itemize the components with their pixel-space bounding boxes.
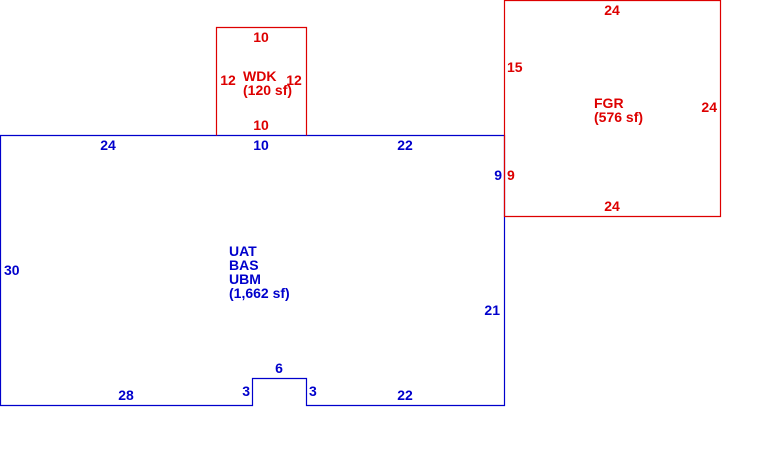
deck-outline	[215, 26, 308, 136]
main-code-3: UBM	[229, 271, 261, 287]
main-dim-top-right: 22	[397, 137, 413, 153]
deck-code: WDK	[243, 68, 276, 84]
main-dim-bottom-right: 22	[397, 387, 413, 403]
garage-dim-left-lower: 9	[507, 167, 515, 183]
garage-dim-left: 15	[507, 59, 523, 75]
deck-dim-right: 12	[286, 72, 302, 88]
deck-dim-bottom: 10	[253, 117, 269, 133]
garage-dim-right: 24	[701, 99, 717, 115]
main-dim-right-upper: 9	[494, 167, 502, 183]
main-dim-left: 30	[4, 262, 20, 278]
garage-dim-bottom: 24	[604, 198, 620, 214]
garage-code: FGR	[594, 95, 624, 111]
main-dim-notch-top: 6	[275, 360, 283, 376]
deck-dim-left: 12	[220, 72, 236, 88]
deck-dim-top: 10	[253, 29, 269, 45]
main-code-1: UAT	[229, 243, 257, 259]
main-dim-notch-right: 3	[309, 383, 317, 399]
main-structure-outline	[0, 134, 506, 407]
main-dim-bottom-left: 28	[118, 387, 134, 403]
garage-area: (576 sf)	[594, 109, 643, 125]
deck-area: (120 sf)	[243, 82, 292, 98]
main-dim-top-left: 24	[100, 137, 116, 153]
main-code-2: BAS	[229, 257, 259, 273]
main-dim-notch-left: 3	[242, 383, 250, 399]
garage-outline	[503, 0, 722, 218]
main-dim-top-mid: 10	[253, 137, 269, 153]
main-area: (1,662 sf)	[229, 285, 290, 301]
main-dim-right-lower: 21	[484, 302, 500, 318]
garage-dim-top: 24	[604, 2, 620, 18]
